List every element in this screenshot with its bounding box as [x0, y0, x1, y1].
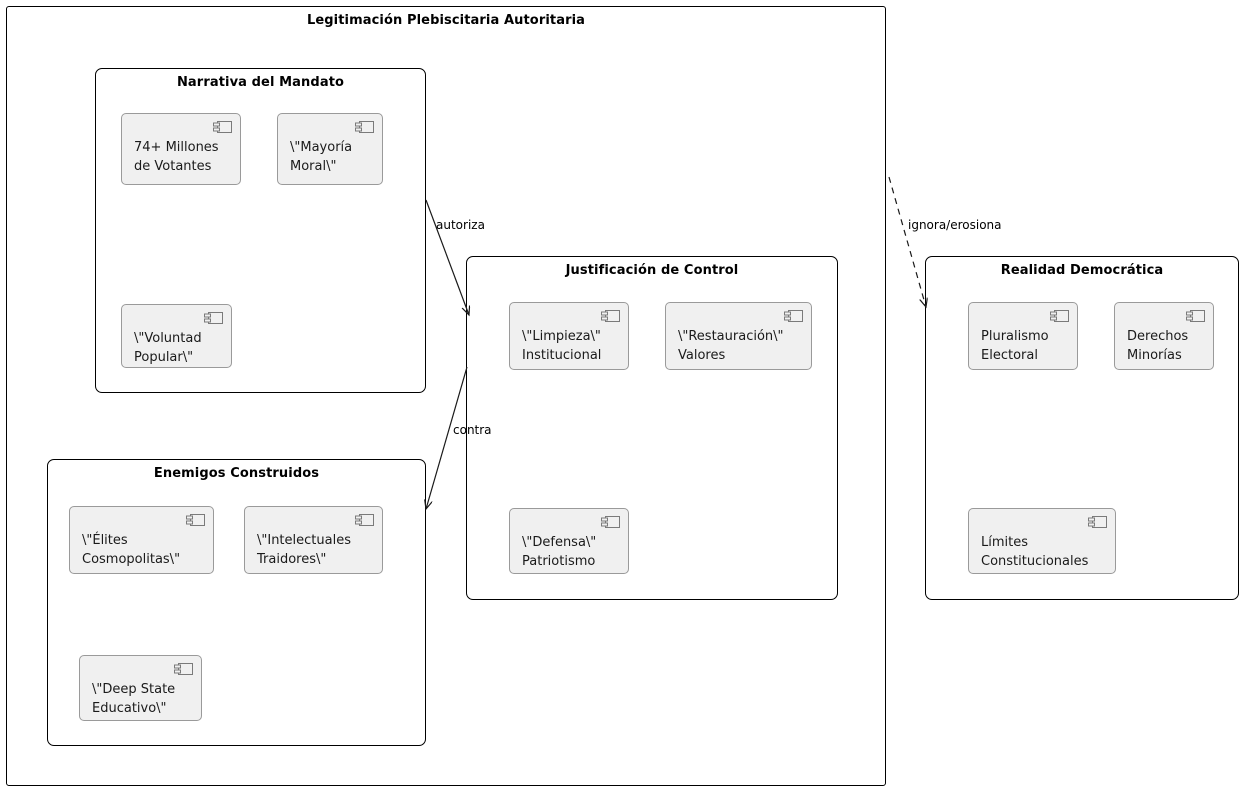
connection-label-ignora-erosiona: ignora/erosiona [908, 218, 1002, 232]
component-limpieza[interactable]: \"Limpieza\" Institucional [509, 302, 629, 370]
component-label-restauracion: \"Restauración\" Valores [678, 329, 784, 363]
component-intelectuales[interactable]: \"Intelectuales Traidores\" [244, 506, 383, 574]
component-label-derechos: Derechos Minorías [1127, 329, 1189, 363]
component-label-voluntad: \"Voluntad Popular\" [134, 331, 202, 365]
package-outer[interactable]: Legitimación Plebiscitaria Autoritaria [6, 6, 886, 786]
uml-component-icon [186, 514, 205, 526]
uml-component-icon [204, 312, 223, 324]
component-votantes[interactable]: 74+ Millones de Votantes [121, 113, 241, 185]
uml-component-icon [355, 121, 374, 133]
component-label-mayoria-moral: \"Mayoría Moral\" [290, 140, 353, 174]
package-title-narrativa: Narrativa del Mandato [176, 75, 345, 90]
uml-component-icon [1050, 310, 1069, 322]
component-label-intelectuales: \"Intelectuales Traidores\" [257, 533, 351, 567]
package-realidad[interactable]: Realidad Democrática [925, 256, 1239, 600]
uml-component-icon [174, 663, 193, 675]
component-mayoria-moral[interactable]: \"Mayoría Moral\" [277, 113, 383, 185]
component-label-defensa: \"Defensa\" Patriotismo [522, 535, 597, 569]
uml-component-icon [213, 121, 232, 133]
uml-component-icon [1088, 516, 1107, 528]
component-deep-state[interactable]: \"Deep State Educativo\" [79, 655, 202, 721]
component-elites[interactable]: \"Élites Cosmopolitas\" [69, 506, 214, 574]
component-limites[interactable]: Límites Constitucionales [968, 508, 1116, 574]
component-label-pluralismo: Pluralismo Electoral [981, 329, 1049, 363]
package-enemigos[interactable]: Enemigos Construidos [47, 459, 426, 746]
component-label-limites: Límites Constitucionales [981, 535, 1089, 569]
component-derechos[interactable]: Derechos Minorías [1114, 302, 1214, 370]
connection-ignora-erosiona[interactable] [888, 176, 926, 307]
package-title-justificacion: Justificación de Control [565, 263, 739, 278]
component-restauracion[interactable]: \"Restauración\" Valores [665, 302, 812, 370]
component-label-deep-state: \"Deep State Educativo\" [92, 682, 176, 716]
component-label-limpieza: \"Limpieza\" Institucional [522, 329, 602, 363]
component-pluralismo[interactable]: Pluralismo Electoral [968, 302, 1078, 370]
uml-component-icon [601, 516, 620, 528]
package-title-outer: Legitimación Plebiscitaria Autoritaria [306, 13, 586, 28]
uml-component-icon [601, 310, 620, 322]
uml-component-icon [784, 310, 803, 322]
uml-component-icon [355, 514, 374, 526]
uml-component-icon [1186, 310, 1205, 322]
component-defensa[interactable]: \"Defensa\" Patriotismo [509, 508, 629, 574]
connection-label-contra: contra [453, 423, 492, 437]
package-title-realidad: Realidad Democrática [1000, 263, 1164, 278]
component-label-votantes: 74+ Millones de Votantes [134, 140, 219, 174]
component-label-elites: \"Élites Cosmopolitas\" [82, 533, 181, 567]
package-title-enemigos: Enemigos Construidos [153, 466, 320, 481]
component-voluntad[interactable]: \"Voluntad Popular\" [121, 304, 232, 368]
connection-label-autoriza: autoriza [436, 218, 485, 232]
